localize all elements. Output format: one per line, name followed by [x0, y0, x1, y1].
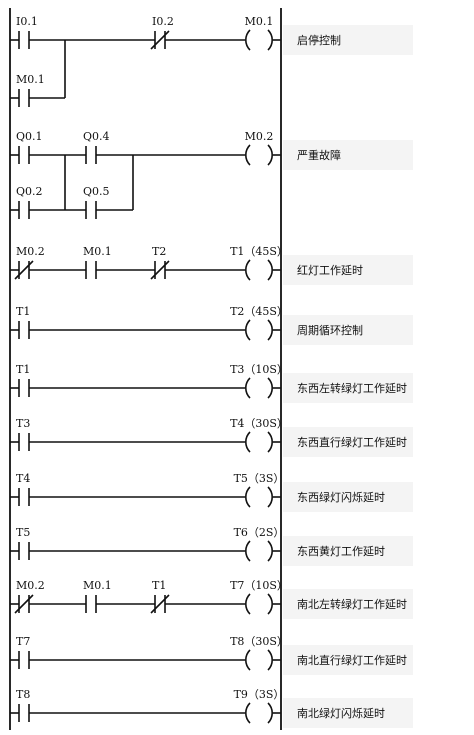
- rung-6-coil-arc-left: [245, 431, 251, 453]
- rung-11-description: 南北绿灯闪烁延时: [283, 698, 413, 728]
- rung-2-branch-2-label: Q0.5: [83, 185, 110, 198]
- rung-9-description: 南北左转绿灯工作延时: [283, 589, 413, 619]
- rung-9-coil-arc-right: [267, 593, 273, 615]
- rung-6-coil-arc-right: [267, 431, 273, 453]
- rung-8-description: 东西黄灯工作延时: [283, 536, 413, 566]
- rung-8-coil-arc-left: [245, 540, 251, 562]
- rung-2-contact-1-label: Q0.1: [16, 130, 43, 143]
- rung-5-contact-1-label: T1: [16, 363, 30, 376]
- rung-6-description: 东西直行绿灯工作延时: [283, 427, 413, 457]
- rung-1-contact-2-slash: [150, 30, 170, 50]
- rung-4-description-bg: [283, 315, 413, 345]
- rung-9-coil-label: T7（10S）: [230, 579, 288, 592]
- rung-8-coil-label: T6（2S）: [234, 526, 285, 539]
- rung-4-coil-arc-right: [267, 319, 273, 341]
- rung-9-description-bg: [283, 589, 413, 619]
- rung-4-contact-1-label: T1: [16, 305, 30, 318]
- rung-9-contact-3-slash: [150, 594, 170, 614]
- rung-8-coil-arc-right: [267, 540, 273, 562]
- rung-11-description-bg: [283, 698, 413, 728]
- rung-3-contact-3-label: T2: [152, 245, 166, 258]
- rung-7-coil-label: T5（3S）: [234, 472, 285, 485]
- rung-2-description-text: 严重故障: [297, 149, 341, 162]
- rung-11-coil-label: T9（3S）: [234, 688, 285, 701]
- rung-5-coil-arc-left: [245, 377, 251, 399]
- rung-4-description-text: 周期循环控制: [297, 324, 363, 337]
- rung-8-contact-1-label: T5: [16, 526, 30, 539]
- rung-11-description-text: 南北绿灯闪烁延时: [297, 707, 385, 720]
- rung-7-contact-1-label: T4: [16, 472, 30, 485]
- rung-8-description-text: 东西黄灯工作延时: [297, 545, 385, 558]
- rung-5-coil-arc-right: [267, 377, 273, 399]
- rung-3-description-text: 红灯工作延时: [297, 264, 363, 277]
- rung-3-contact-1-slash: [14, 260, 34, 280]
- rung-10-description-text: 南北直行绿灯工作延时: [297, 654, 407, 667]
- rung-10-coil-label: T8（30S）: [230, 635, 288, 648]
- rung-11-coil-arc-right: [267, 702, 273, 724]
- rung-2-coil-label: M0.2: [245, 130, 274, 143]
- rung-6-description-bg: [283, 427, 413, 457]
- rung-4-description: 周期循环控制: [283, 315, 413, 345]
- rung-1-description: 启停控制: [283, 25, 413, 55]
- rung-3-contact-2-label: M0.1: [83, 245, 112, 258]
- rung-9-contact-1-slash: [14, 594, 34, 614]
- rung-1-description-text: 启停控制: [297, 34, 341, 47]
- rung-3-description-bg: [283, 255, 413, 285]
- rung-6-description-text: 东西直行绿灯工作延时: [297, 436, 407, 449]
- rung-3-coil-arc-right: [267, 259, 273, 281]
- rung-2-contact-2-label: Q0.4: [83, 130, 110, 143]
- rung-7-coil-arc-left: [245, 486, 251, 508]
- rung-3-contact-1-label: M0.2: [16, 245, 45, 258]
- rung-10-description-bg: [283, 645, 413, 675]
- rung-1-contact-1-label: I0.1: [16, 15, 38, 28]
- rung-5-description-text: 东西左转绿灯工作延时: [297, 382, 407, 395]
- rung-1-coil-label: M0.1: [245, 15, 274, 28]
- rung-3-description: 红灯工作延时: [283, 255, 413, 285]
- rung-9-coil-arc-left: [245, 593, 251, 615]
- rung-1-coil-arc-right: [267, 29, 273, 51]
- rung-10-description: 南北直行绿灯工作延时: [283, 645, 413, 675]
- rung-10-contact-1-label: T7: [16, 635, 30, 648]
- rung-2-coil-arc-right: [267, 144, 273, 166]
- rung-10-coil-arc-left: [245, 649, 251, 671]
- rung-2-branch-1-label: Q0.2: [16, 185, 43, 198]
- rung-1-branch-1-label: M0.1: [16, 73, 45, 86]
- rung-4-coil-label: T2（45S）: [230, 305, 288, 318]
- rung-4-coil-arc-left: [245, 319, 251, 341]
- rung-9-description-text: 南北左转绿灯工作延时: [297, 598, 407, 611]
- rung-3-contact-3-slash: [150, 260, 170, 280]
- rung-9-contact-3-label: T1: [152, 579, 166, 592]
- rung-3-coil-label: T1（45S）: [230, 245, 288, 258]
- rung-11-coil-arc-left: [245, 702, 251, 724]
- rung-1-description-bg: [283, 25, 413, 55]
- rung-2-description-bg: [283, 140, 413, 170]
- rung-5-description: 东西左转绿灯工作延时: [283, 373, 413, 403]
- rung-7-coil-arc-right: [267, 486, 273, 508]
- rung-7-description-bg: [283, 482, 413, 512]
- rung-9-contact-1-label: M0.2: [16, 579, 45, 592]
- rung-1-contact-2-label: I0.2: [152, 15, 174, 28]
- rung-2-coil-arc-left: [245, 144, 251, 166]
- rung-3-coil-arc-left: [245, 259, 251, 281]
- rung-10-coil-arc-right: [267, 649, 273, 671]
- rung-5-coil-label: T3（10S）: [230, 363, 288, 376]
- rung-6-contact-1-label: T3: [16, 417, 30, 430]
- rung-7-description-text: 东西绿灯闪烁延时: [297, 491, 385, 504]
- rung-1-coil-arc-left: [245, 29, 251, 51]
- rung-5-description-bg: [283, 373, 413, 403]
- rung-6-coil-label: T4（30S）: [230, 417, 288, 430]
- rung-7-description: 东西绿灯闪烁延时: [283, 482, 413, 512]
- rung-11-contact-1-label: T8: [16, 688, 30, 701]
- rung-9-contact-2-label: M0.1: [83, 579, 112, 592]
- rung-2-description: 严重故障: [283, 140, 413, 170]
- rung-8-description-bg: [283, 536, 413, 566]
